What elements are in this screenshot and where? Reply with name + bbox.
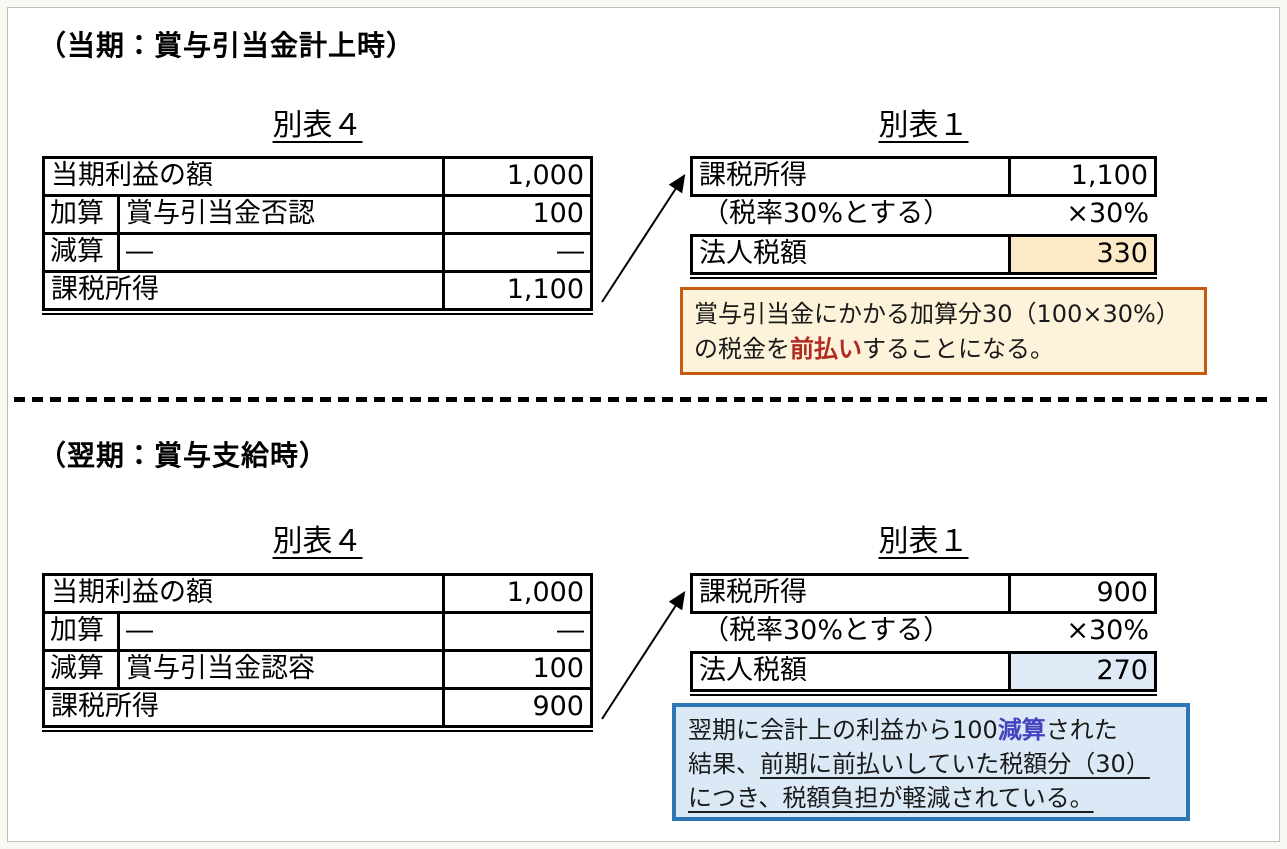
- note-box-prepaid-tax: 賞与引当金にかかる加算分30（100×30%） の税金を前払いすることになる。: [680, 287, 1207, 375]
- table-row: 課税所得 1,100: [690, 156, 1157, 197]
- tax-rate-multiplier: ×30%: [1066, 198, 1149, 229]
- tax-rate-row: （税率30%とする） ×30%: [690, 614, 1157, 651]
- cell-row-prefix: 減算: [50, 236, 104, 267]
- table-title-beppyo1-current: 別表１: [878, 108, 969, 143]
- table-beppyo4-next: 当期利益の額 1,000 加算 ― ― 減算 賞与引当金認容 100 課税所得 …: [42, 573, 593, 732]
- table-beppyo1-next: 課税所得 900 （税率30%とする） ×30% 法人税額 270: [690, 573, 1157, 696]
- emphasis-prepaid: 前払い: [790, 335, 862, 363]
- table-beppyo1-current: 課税所得 1,100 （税率30%とする） ×30% 法人税額 330: [690, 156, 1157, 279]
- table-row: 当期利益の額 1,000: [45, 576, 590, 611]
- tax-rate-multiplier: ×30%: [1066, 615, 1149, 646]
- section-header-current: （当期：賞与引当金計上時）: [38, 29, 416, 62]
- cell-value: 100: [442, 652, 590, 687]
- table-title-beppyo4-next: 別表４: [272, 524, 363, 559]
- cell-value: 1,100: [442, 273, 590, 308]
- flow-arrow-icon: [601, 590, 686, 720]
- cell-value: 1,000: [442, 576, 590, 611]
- cell-label: ―: [117, 235, 442, 270]
- cell-label: 賞与引当金否認: [117, 197, 442, 232]
- table-row: 法人税額 330: [690, 234, 1157, 275]
- table-beppyo4-current: 当期利益の額 1,000 加算 賞与引当金否認 100 減算 ― ― 課税所得 …: [42, 156, 593, 315]
- tax-rate-note: （税率30%とする）: [702, 198, 951, 229]
- table-row: 加算 賞与引当金否認 100: [45, 194, 590, 232]
- table-title-beppyo1-next: 別表１: [878, 524, 969, 559]
- cell-label: 課税所得: [699, 577, 807, 608]
- cell-label: 法人税額: [699, 655, 807, 686]
- cell-label: 課税所得: [51, 274, 159, 305]
- note-line: 賞与引当金にかかる加算分30（100×30%）: [694, 300, 1180, 328]
- table-row: 加算 ― ―: [45, 611, 590, 649]
- cell-row-prefix: 減算: [50, 653, 104, 684]
- note-line: につき、税額負担が軽減されている。: [688, 784, 1094, 812]
- cell-label: ―: [117, 614, 442, 649]
- table-row: 当期利益の額 1,000: [45, 159, 590, 194]
- cell-value: 900: [1008, 576, 1154, 611]
- table-row: 法人税額 270: [690, 651, 1157, 692]
- cell-value: 1,100: [1008, 159, 1154, 194]
- cell-value-highlighted: 270: [1008, 654, 1154, 689]
- table-row: 課税所得 900: [690, 573, 1157, 614]
- cell-value: 900: [442, 690, 590, 725]
- table-row: 課税所得 900: [45, 687, 590, 725]
- cell-value: ―: [442, 614, 590, 649]
- cell-value: ―: [442, 235, 590, 270]
- tax-rate-note: （税率30%とする）: [702, 615, 951, 646]
- cell-row-prefix: 加算: [50, 615, 104, 646]
- table-row: 課税所得 1,100: [45, 270, 590, 308]
- cell-label: 法人税額: [699, 238, 807, 269]
- cell-label: 当期利益の額: [51, 577, 213, 608]
- cell-label: 当期利益の額: [51, 160, 213, 191]
- flow-arrow-icon: [601, 173, 686, 303]
- cell-row-prefix: 加算: [50, 198, 104, 229]
- table-title-beppyo4-current: 別表４: [272, 108, 363, 143]
- cell-label: 課税所得: [51, 691, 159, 722]
- tax-rate-row: （税率30%とする） ×30%: [690, 197, 1157, 234]
- cell-value: 100: [442, 197, 590, 232]
- emphasis-deduction: 減算: [997, 716, 1046, 744]
- note-line: の税金を前払いすることになる。: [694, 335, 1054, 363]
- cell-label: 課税所得: [699, 160, 807, 191]
- dashed-divider: [14, 397, 1273, 402]
- note-box-tax-reduced: 翌期に会計上の利益から100減算された 結果、前期に前払いしていた税額分（30）…: [672, 703, 1190, 821]
- table-row: 減算 賞与引当金認容 100: [45, 649, 590, 687]
- note-line: 結果、前期に前払いしていた税額分（30）: [688, 750, 1150, 778]
- note-line: 翌期に会計上の利益から100減算された: [688, 716, 1118, 744]
- cell-value-highlighted: 330: [1008, 237, 1154, 272]
- table-row: 減算 ― ―: [45, 232, 590, 270]
- cell-value: 1,000: [442, 159, 590, 194]
- cell-label: 賞与引当金認容: [117, 652, 442, 687]
- section-header-next: （翌期：賞与支給時）: [38, 439, 329, 472]
